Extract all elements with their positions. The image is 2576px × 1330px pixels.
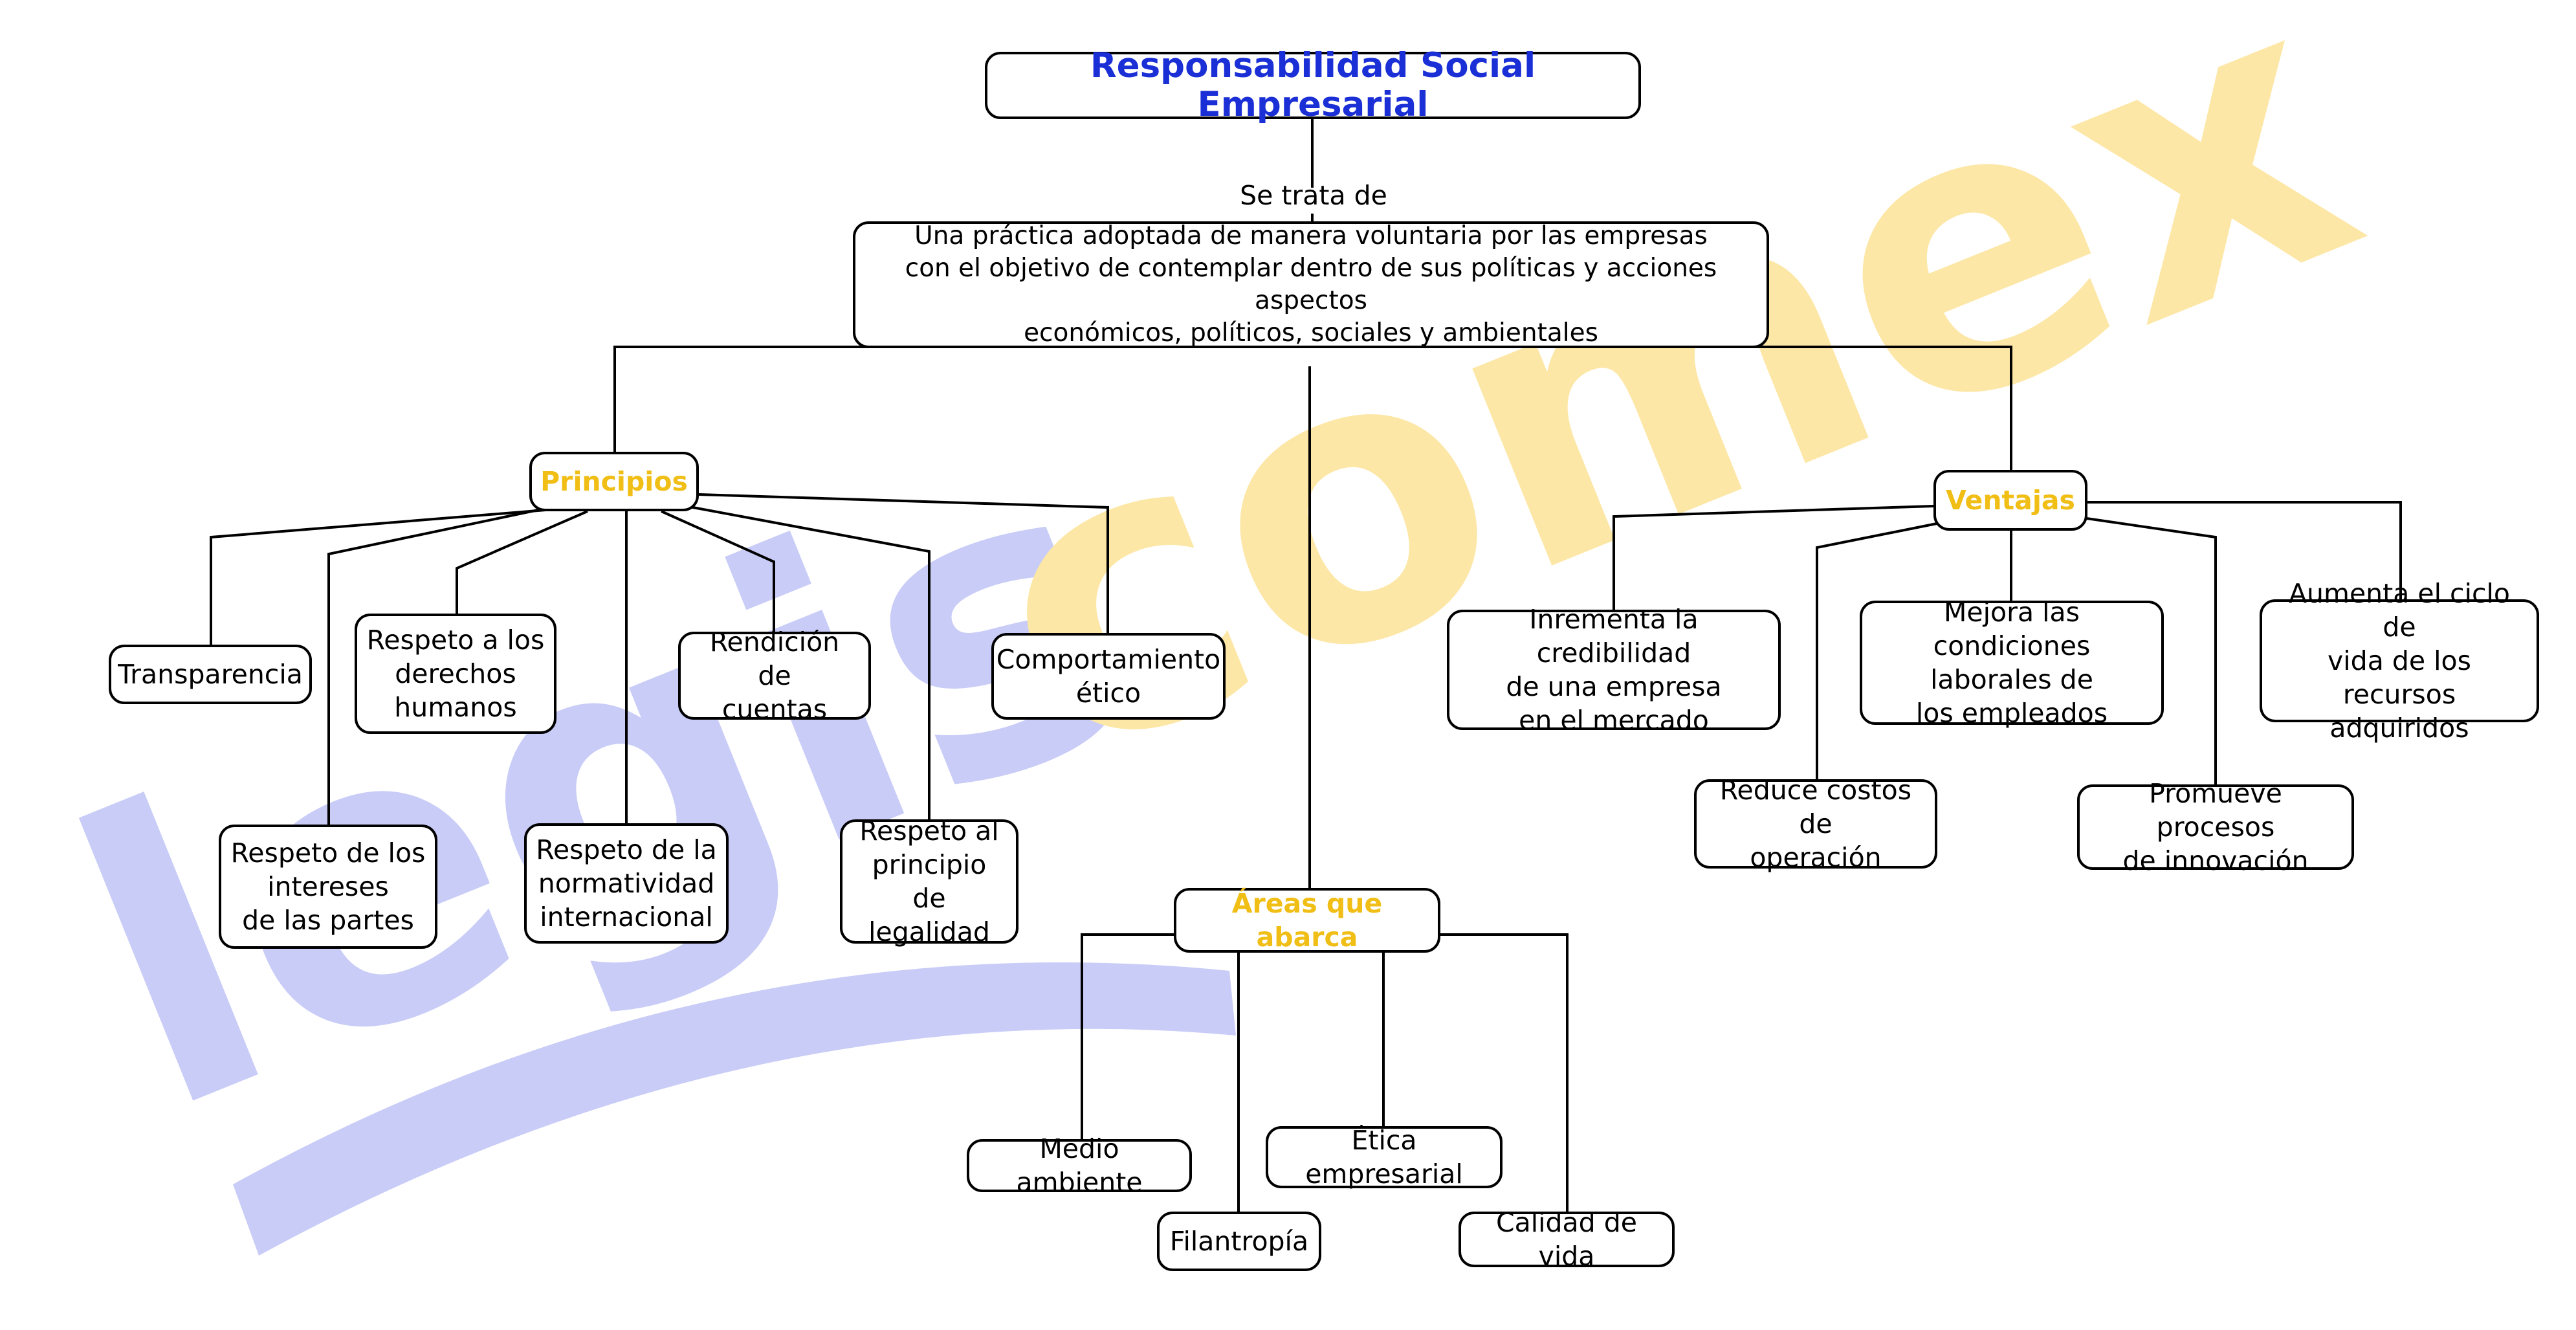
- principios-node: Principios: [529, 452, 699, 511]
- title-node: Responsabilidad Social Empresarial: [985, 47, 1641, 124]
- principio-rendicion-cuentas: Rendición de cuentas: [678, 626, 871, 725]
- area-medio-ambiente: Medio ambiente: [967, 1133, 1192, 1198]
- ventaja-innovacion: Promueve procesos de innovación: [2077, 778, 2354, 876]
- watermark-swoosh: [233, 962, 1236, 1256]
- area-filantropia: Filantropía: [1157, 1212, 1321, 1271]
- definition-node: Una práctica adoptada de manera voluntar…: [853, 221, 1769, 348]
- edge-intereses: [327, 505, 557, 825]
- edge-innovacion: [2082, 516, 2217, 784]
- principio-derechos-humanos: Respeto a los derechos humanos: [355, 614, 556, 734]
- ventaja-condiciones-laborales: Mejora las condiciones laborales de los …: [1860, 597, 2164, 729]
- ventaja-credibilidad: Inrementa la credibilidad de una empresa…: [1447, 604, 1781, 736]
- connector-label-se-trata-de: Se trata de: [1240, 180, 1387, 211]
- edge-ciclo-de-vida: [2087, 501, 2402, 599]
- ventajas-node: Ventajas: [1933, 470, 2087, 531]
- ventaja-ciclo-de-vida: Aumenta el ciclo de vida de los recursos…: [2260, 578, 2539, 744]
- edge-medio-ambiente: [1081, 933, 1174, 1139]
- principio-intereses-partes: Respeto de los intereses de las partes: [219, 825, 437, 949]
- edge-comportamiento: [698, 493, 1109, 633]
- area-etica-empresarial: Ética empresarial: [1266, 1125, 1503, 1190]
- edge-rendicion: [661, 510, 775, 632]
- edge-transparencia: [210, 507, 562, 645]
- principio-transparencia: Transparencia: [109, 645, 312, 704]
- principio-normatividad-internacional: Respeto de la normatividad internacional: [524, 823, 729, 944]
- areas-node: Áreas que abarca: [1174, 888, 1440, 953]
- edge-derechos: [456, 510, 588, 614]
- edge-legalidad: [685, 505, 930, 819]
- ventaja-reduce-costos: Reduce costos de operación: [1694, 775, 1937, 873]
- area-calidad-de-vida: Calidad de vida: [1459, 1207, 1675, 1272]
- bracket-principios-ventajas: [613, 346, 2012, 470]
- principio-legalidad: Respeto al principio de legalidad: [840, 815, 1018, 948]
- edge-calidad-de-vida: [1440, 933, 1569, 1212]
- principio-comportamiento-etico: Comportamiento ético: [991, 633, 1226, 720]
- edge-reduce-costos: [1816, 522, 1941, 779]
- edge-credibilidad: [1613, 505, 1934, 610]
